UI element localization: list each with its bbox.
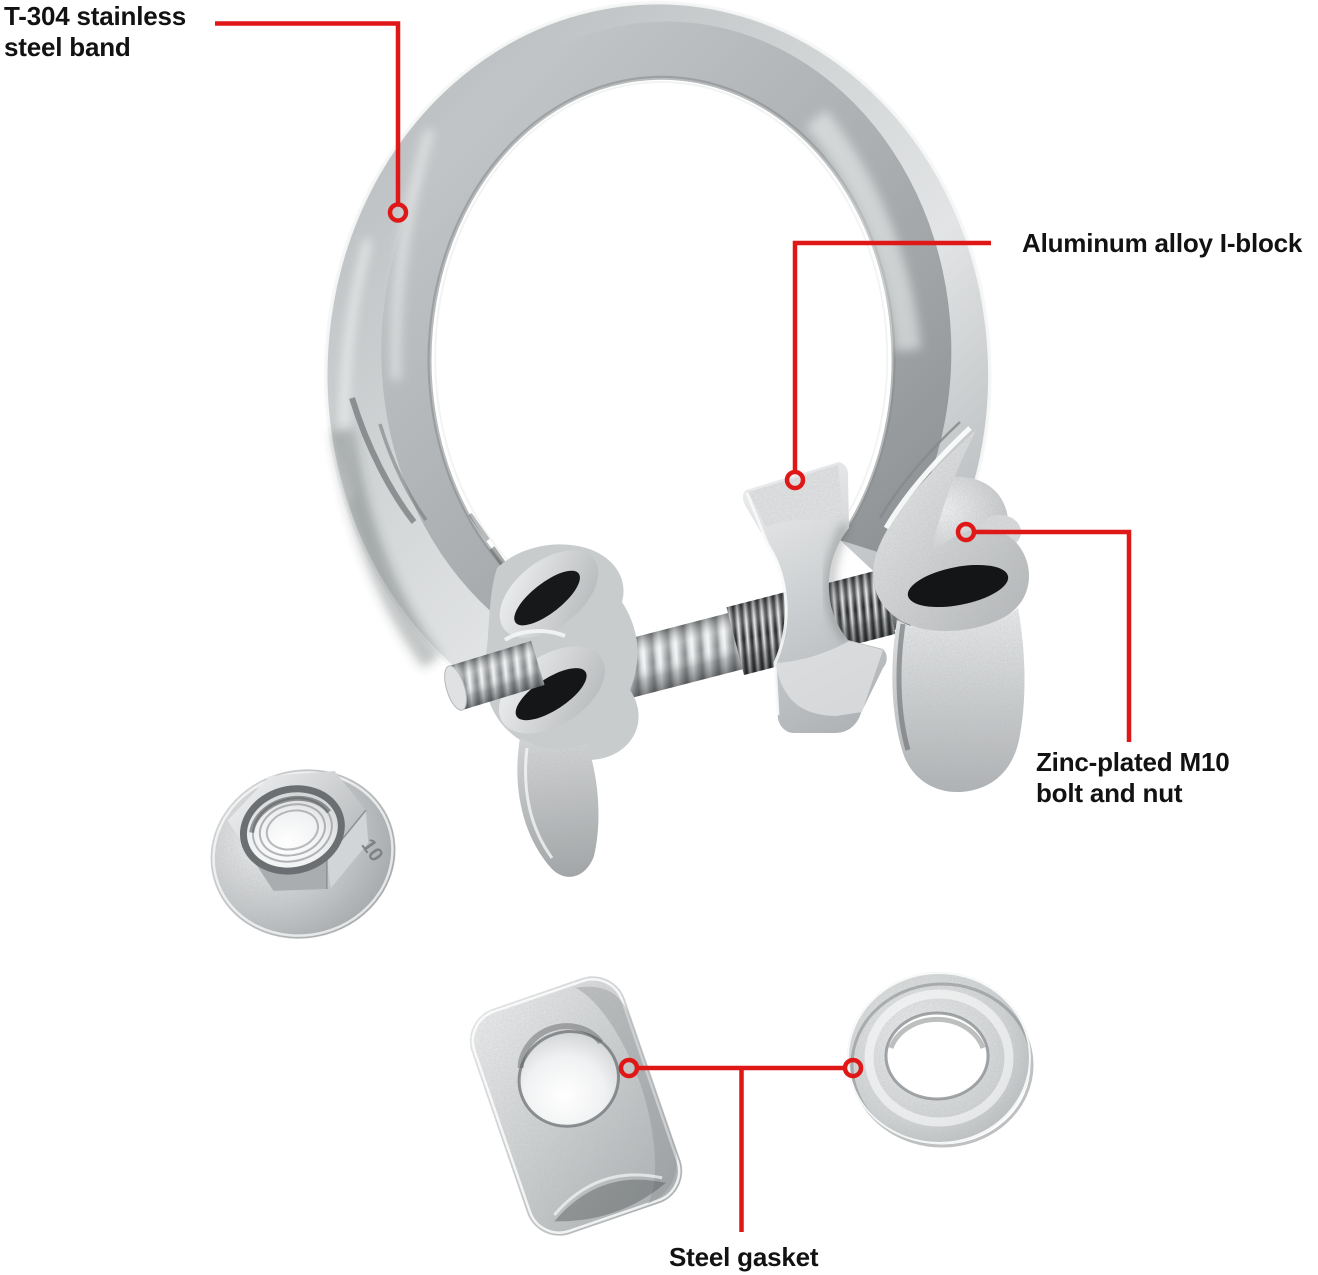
callout-i-block [784,240,991,491]
label-bolt-nut: Zinc-plated M10 bolt and nut [1036,747,1230,808]
right-band-channel [873,421,1030,793]
label-i-block: Aluminum alloy I-block [1022,228,1303,258]
stainless-band [324,1,992,707]
steel-gasket-block [469,976,683,1236]
callout-band [215,21,409,223]
aluminum-i-block [742,462,887,733]
label-band: T-304 stainless steel band [4,1,186,62]
label-gasket: Steel gasket [669,1242,819,1272]
callout-dot-band [387,202,409,223]
callout-dot-gasket-block [618,1057,640,1079]
callout-bolt-nut [955,521,1132,742]
flat-washer [847,972,1034,1148]
bolt-tip [444,640,545,711]
left-band-channel [484,544,639,877]
callout-dot-bolt [955,521,977,543]
flange-nut: 10 [210,769,396,939]
callout-dot-i-block [784,469,806,491]
callout-gasket [618,1057,864,1232]
band-tongue [517,738,599,877]
callout-dot-washer [842,1057,864,1079]
